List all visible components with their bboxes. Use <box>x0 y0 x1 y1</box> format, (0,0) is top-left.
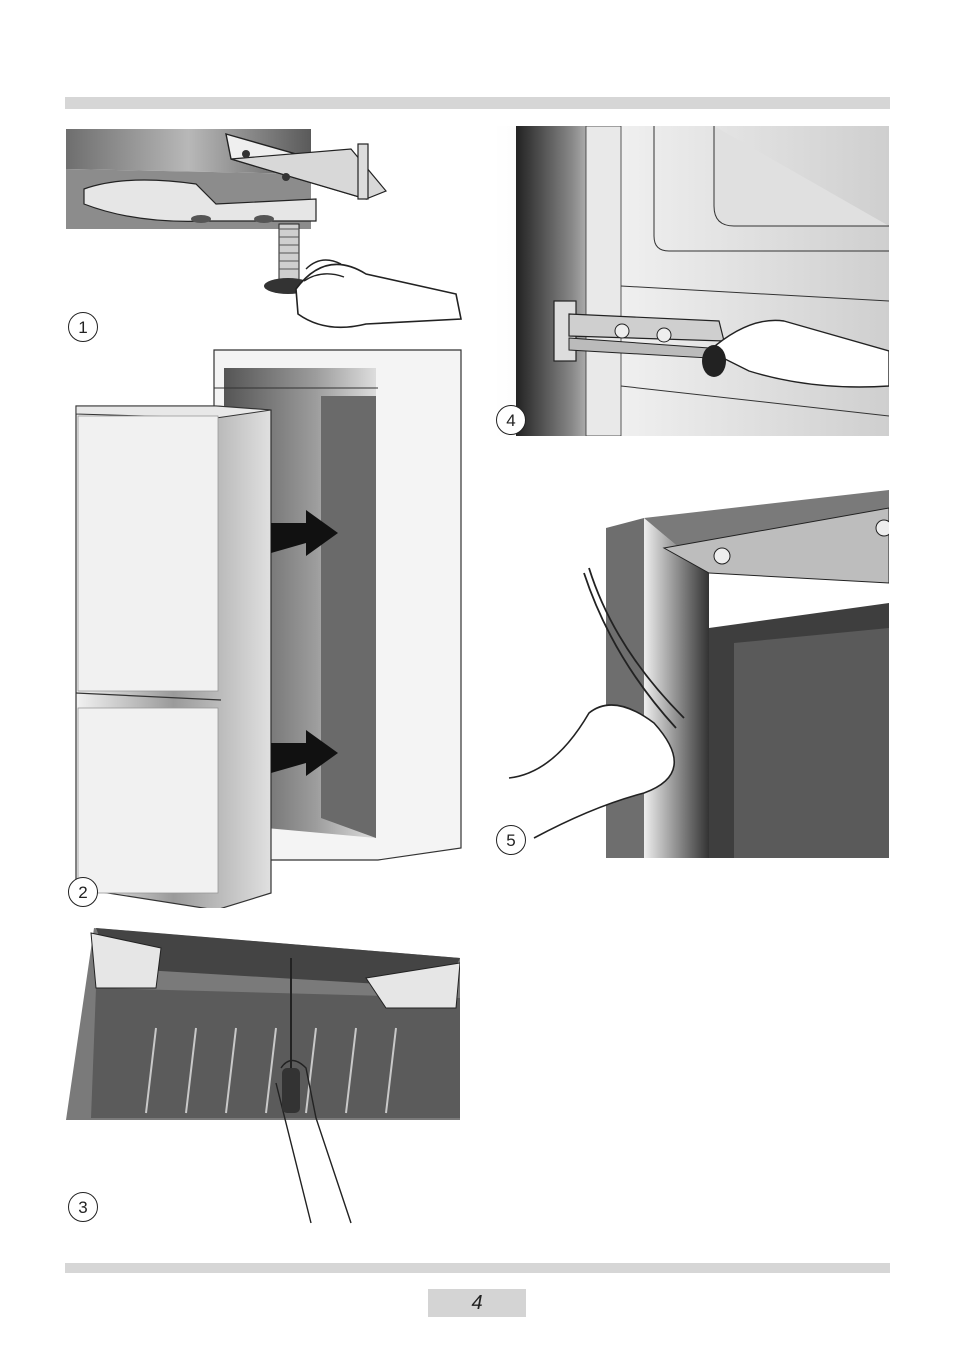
figure-3-number: 3 <box>68 1192 98 1222</box>
figure-5-number: 5 <box>496 825 526 855</box>
page-number: 4 <box>428 1289 526 1317</box>
figure-3-illustration <box>66 928 460 1228</box>
footer-bar <box>65 1263 890 1273</box>
figure-2-illustration <box>66 348 466 908</box>
figure-4-illustration <box>494 126 889 436</box>
figure-2-number: 2 <box>68 877 98 907</box>
header-bar <box>65 97 890 109</box>
figure-5-illustration <box>494 488 889 858</box>
figure-1-illustration <box>66 129 466 344</box>
figure-1-number: 1 <box>68 312 98 342</box>
figure-4-number: 4 <box>496 405 526 435</box>
